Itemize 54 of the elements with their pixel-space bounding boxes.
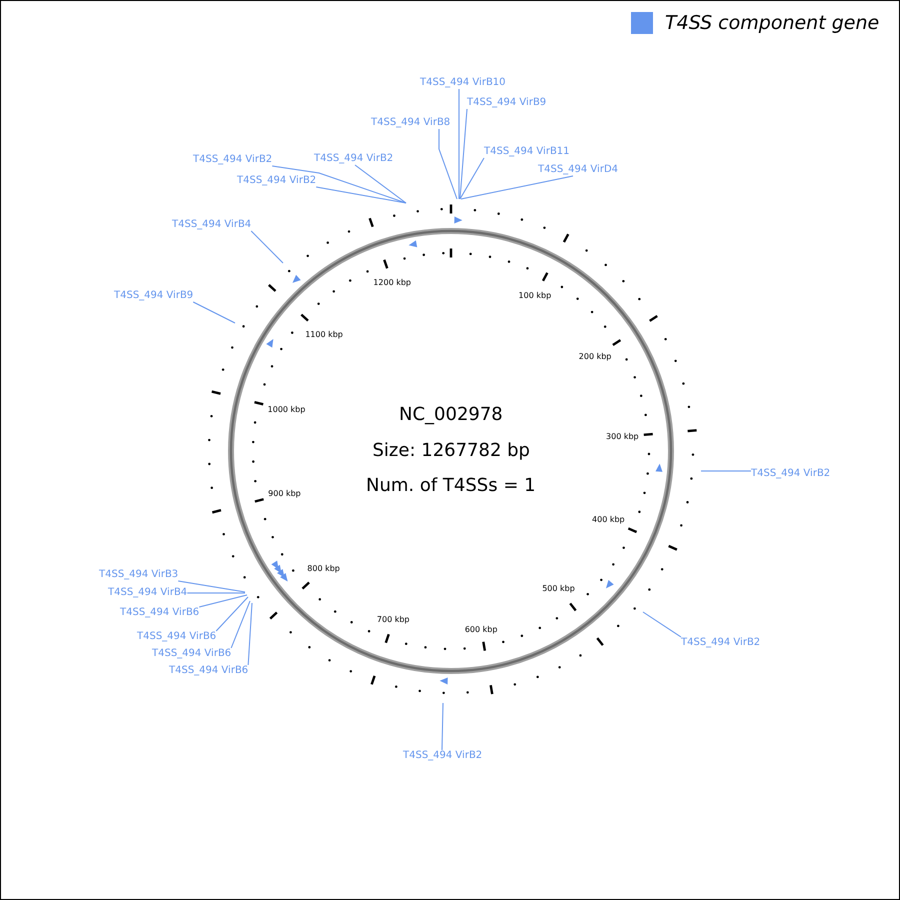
scale-label: 100 kbp: [518, 290, 552, 300]
leader-line: [230, 600, 250, 648]
scale-label: 400 kbp: [592, 514, 625, 525]
leader-line: [460, 176, 574, 200]
scale-label: 800 kbp: [307, 564, 340, 574]
leader-line: [248, 602, 252, 666]
leader-line: [198, 594, 248, 608]
gene-label: T4SS_494 VirB2: [237, 175, 316, 187]
gene-label: T4SS_494 VirB3: [99, 569, 178, 581]
gene-label: T4SS_494 VirB6: [137, 631, 216, 643]
leader-line: [442, 702, 444, 750]
leader-line: [460, 108, 468, 200]
gene-label: T4SS_494 VirB6: [120, 607, 200, 619]
leader-line: [186, 592, 246, 594]
gene-label: T4SS_494 VirD4: [538, 164, 618, 176]
scale-label: 900 kbp: [268, 488, 301, 499]
scale-label: 500 kbp: [542, 584, 575, 594]
gene-label: T4SS_494 VirB2: [403, 750, 482, 762]
leader-line: [178, 580, 246, 592]
leader-line: [272, 166, 406, 204]
scale-label: 200 kbp: [578, 352, 612, 362]
leader-line: [354, 164, 406, 204]
gene-label: T4SS_494 VirB6: [152, 648, 232, 660]
leader-line: [642, 612, 682, 638]
leader-line: [700, 470, 752, 472]
gene-label: T4SS_494 VirB2: [314, 153, 394, 165]
gene-label: T4SS_494 VirB11: [484, 146, 570, 158]
gene-label: T4SS_494 VirB6: [169, 665, 248, 677]
gene-label: T4SS_494 VirB8: [371, 117, 450, 129]
leader-line: [250, 230, 284, 264]
leader-line: [192, 302, 236, 324]
gene-label: T4SS_494 VirB10: [420, 77, 506, 89]
scale-label: 700 kbp: [376, 615, 410, 626]
scale-label: 1100 kbp: [305, 330, 343, 340]
leader-line: [438, 128, 458, 200]
gene-label: T4SS_494 VirB9: [467, 97, 546, 109]
sequence-name: NC_002978: [399, 404, 503, 426]
gene-label: T4SS_494 VirB2: [681, 637, 760, 649]
gene-label: T4SS_494 VirB4: [172, 219, 252, 231]
scale-label: 600 kbp: [464, 624, 498, 635]
scale-label: 300 kbp: [606, 432, 639, 442]
genome-size-text: Size: 1267782 bp: [372, 440, 530, 462]
scale-label: 1200 kbp: [373, 278, 411, 288]
gene-label: T4SS_494 VirB4: [108, 587, 188, 599]
leader-line: [216, 596, 248, 632]
leader-line: [458, 88, 460, 200]
gene-label: T4SS_494 VirB2: [751, 468, 830, 480]
leader-line: [316, 186, 406, 204]
legend-label: T4SS component gene: [665, 12, 880, 34]
gene-label: T4SS_494 VirB9: [114, 290, 194, 302]
gene-label: T4SS_494 VirB2: [193, 154, 272, 166]
leader-line: [460, 158, 484, 200]
scale-label: 1000 kbp: [268, 405, 306, 416]
system-count-text: Num. of T4SSs = 1: [366, 475, 536, 497]
